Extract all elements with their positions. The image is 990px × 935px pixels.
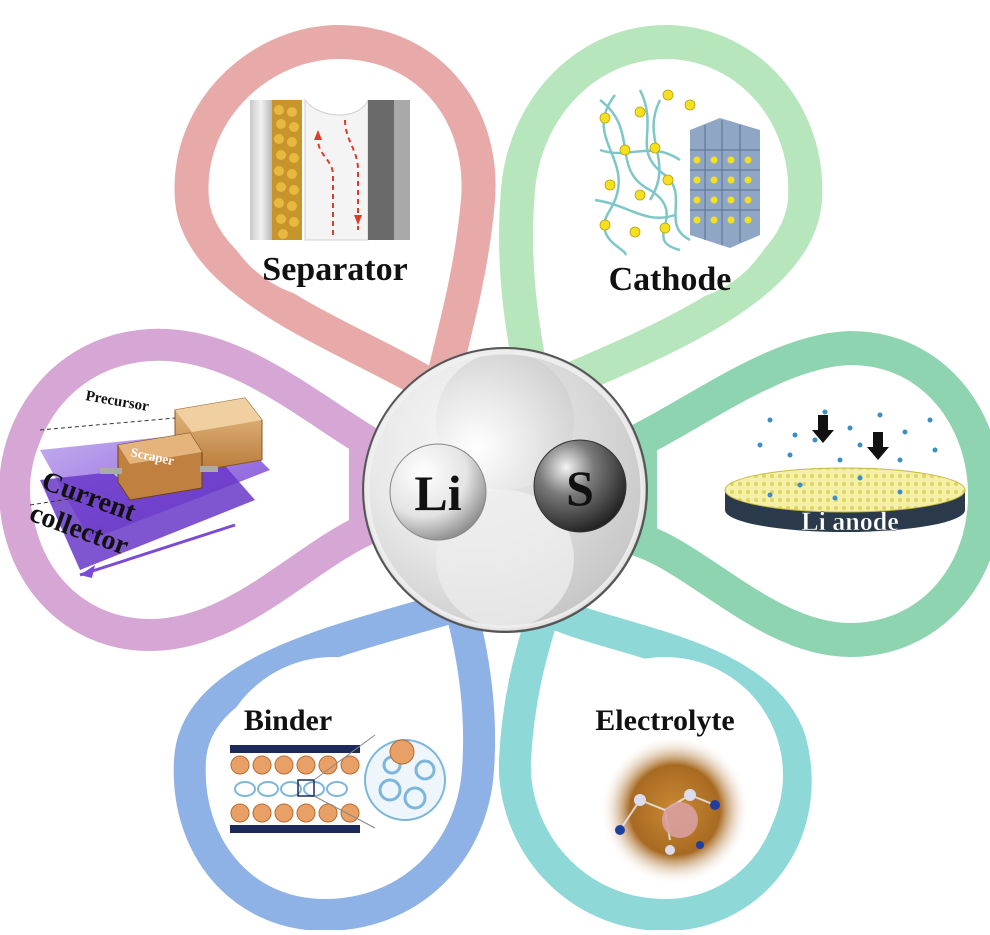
s-symbol: S <box>566 460 594 516</box>
anode-petal-ring <box>623 330 990 658</box>
separator-label: Separator <box>262 251 407 288</box>
binder-petal-ring <box>173 585 496 932</box>
cathode-lattice <box>690 118 760 248</box>
scraper-block <box>100 432 218 501</box>
li-sphere <box>389 443 487 541</box>
cathode-petal-ring <box>499 24 823 419</box>
current-collector-petal-ring <box>0 328 381 652</box>
separator-petal-ring <box>174 24 496 420</box>
separator-illustration <box>250 98 410 241</box>
li-s-center-emblem <box>362 347 648 633</box>
li-symbol: Li <box>414 465 461 521</box>
electrolyte-label: Electrolyte <box>595 704 734 737</box>
binder-petal <box>173 585 496 932</box>
binder-illustration <box>230 734 446 833</box>
cathode-illustration <box>594 89 760 256</box>
cathode-label: Cathode <box>609 261 732 298</box>
binder-inner-disk <box>215 657 451 893</box>
electrolyte-illustration <box>600 735 750 885</box>
electrolyte-petal-ring <box>498 584 812 932</box>
anode-label: Li anode <box>801 507 899 536</box>
current-collector-illustration <box>29 397 270 578</box>
anode-illustration <box>724 409 966 532</box>
binder-label: Binder <box>244 704 332 737</box>
s-sphere <box>533 439 627 533</box>
